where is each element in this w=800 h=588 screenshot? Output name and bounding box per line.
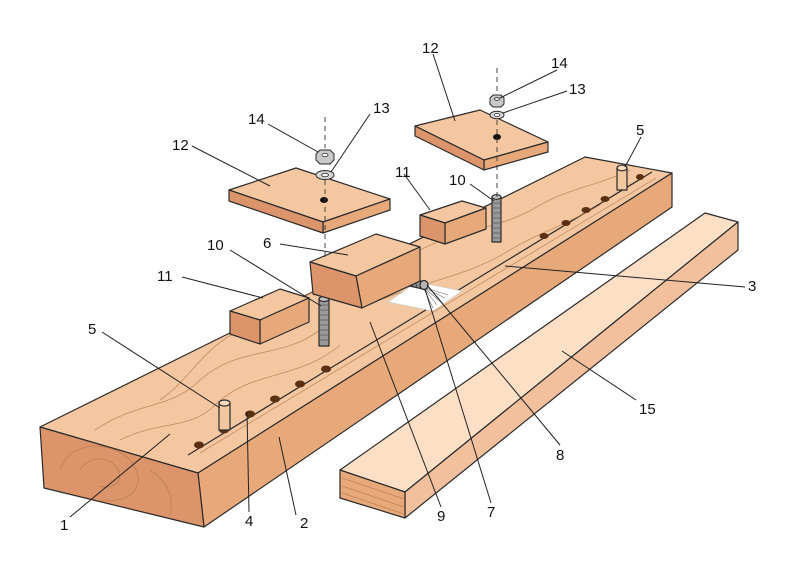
washer-left — [315, 170, 335, 180]
callout-8: 8 — [556, 447, 564, 464]
assembly-axes — [324, 68, 498, 260]
groove-hole — [245, 410, 255, 418]
block-6 — [309, 233, 421, 309]
block-11-left — [229, 288, 310, 345]
groove-hole — [539, 233, 549, 239]
callout-2: 2 — [300, 515, 308, 532]
callout-5-left: 5 — [88, 321, 96, 338]
groove-hole — [194, 441, 204, 449]
groove-hole — [600, 196, 610, 202]
groove-hole — [581, 207, 591, 213]
end-grain-rings — [59, 445, 139, 502]
callout-13-right: 13 — [569, 81, 586, 98]
groove-hole — [561, 220, 571, 226]
callout-10-right: 10 — [449, 172, 466, 189]
clamp-plate-left — [228, 167, 391, 234]
clamp-plate-hole — [493, 134, 501, 140]
callout-11-right: 11 — [395, 164, 411, 181]
callout-7: 7 — [487, 504, 495, 521]
callout-15: 15 — [639, 401, 656, 418]
callout-5-right: 5 — [636, 122, 644, 139]
nut-left — [315, 149, 335, 165]
long-board-end — [339, 469, 406, 519]
groove-hole — [321, 365, 331, 373]
groove-hole — [295, 380, 305, 388]
groove-line-inner — [199, 177, 657, 454]
callout-12-left: 12 — [172, 137, 189, 154]
clamp-plate-right — [414, 109, 549, 171]
callout-14-left: 14 — [248, 111, 265, 128]
callout-11-left: 11 — [157, 268, 173, 285]
end-grain-rings — [79, 458, 120, 488]
groove-hole — [636, 174, 644, 180]
long-board — [339, 212, 739, 519]
leader-lines — [69, 53, 746, 518]
threaded-rod-right — [491, 194, 502, 243]
board-layer-line — [341, 485, 405, 508]
dowel-pin-right — [616, 164, 628, 191]
board-layer-line — [341, 477, 405, 500]
callout-4: 4 — [245, 513, 253, 530]
callout-13-left: 13 — [373, 100, 390, 117]
callout-6: 6 — [263, 235, 271, 252]
callout-9: 9 — [437, 508, 445, 525]
grain-pattern — [94, 329, 321, 431]
block-11-right — [419, 200, 487, 245]
callout-14-right: 14 — [551, 55, 568, 72]
callout-1: 1 — [60, 517, 68, 534]
paper-sheet — [386, 281, 464, 312]
threaded-rod-left — [318, 295, 330, 347]
end-grain-rings — [149, 469, 172, 516]
main-beam-end-face — [39, 426, 205, 528]
clamp-plate-hole — [320, 197, 328, 203]
callout-10-left: 10 — [207, 237, 224, 254]
callout-3: 3 — [748, 278, 756, 295]
callout-12-right: 12 — [422, 40, 439, 57]
dowel-pin-left — [218, 399, 231, 431]
washer-right — [489, 110, 505, 120]
groove-line — [187, 171, 653, 456]
groove-hole — [270, 395, 280, 403]
callout-labels: 1 2 3 4 5 5 6 7 8 9 10 10 11 11 12 12 13… — [60, 40, 756, 534]
board-layer-line — [341, 492, 405, 515]
